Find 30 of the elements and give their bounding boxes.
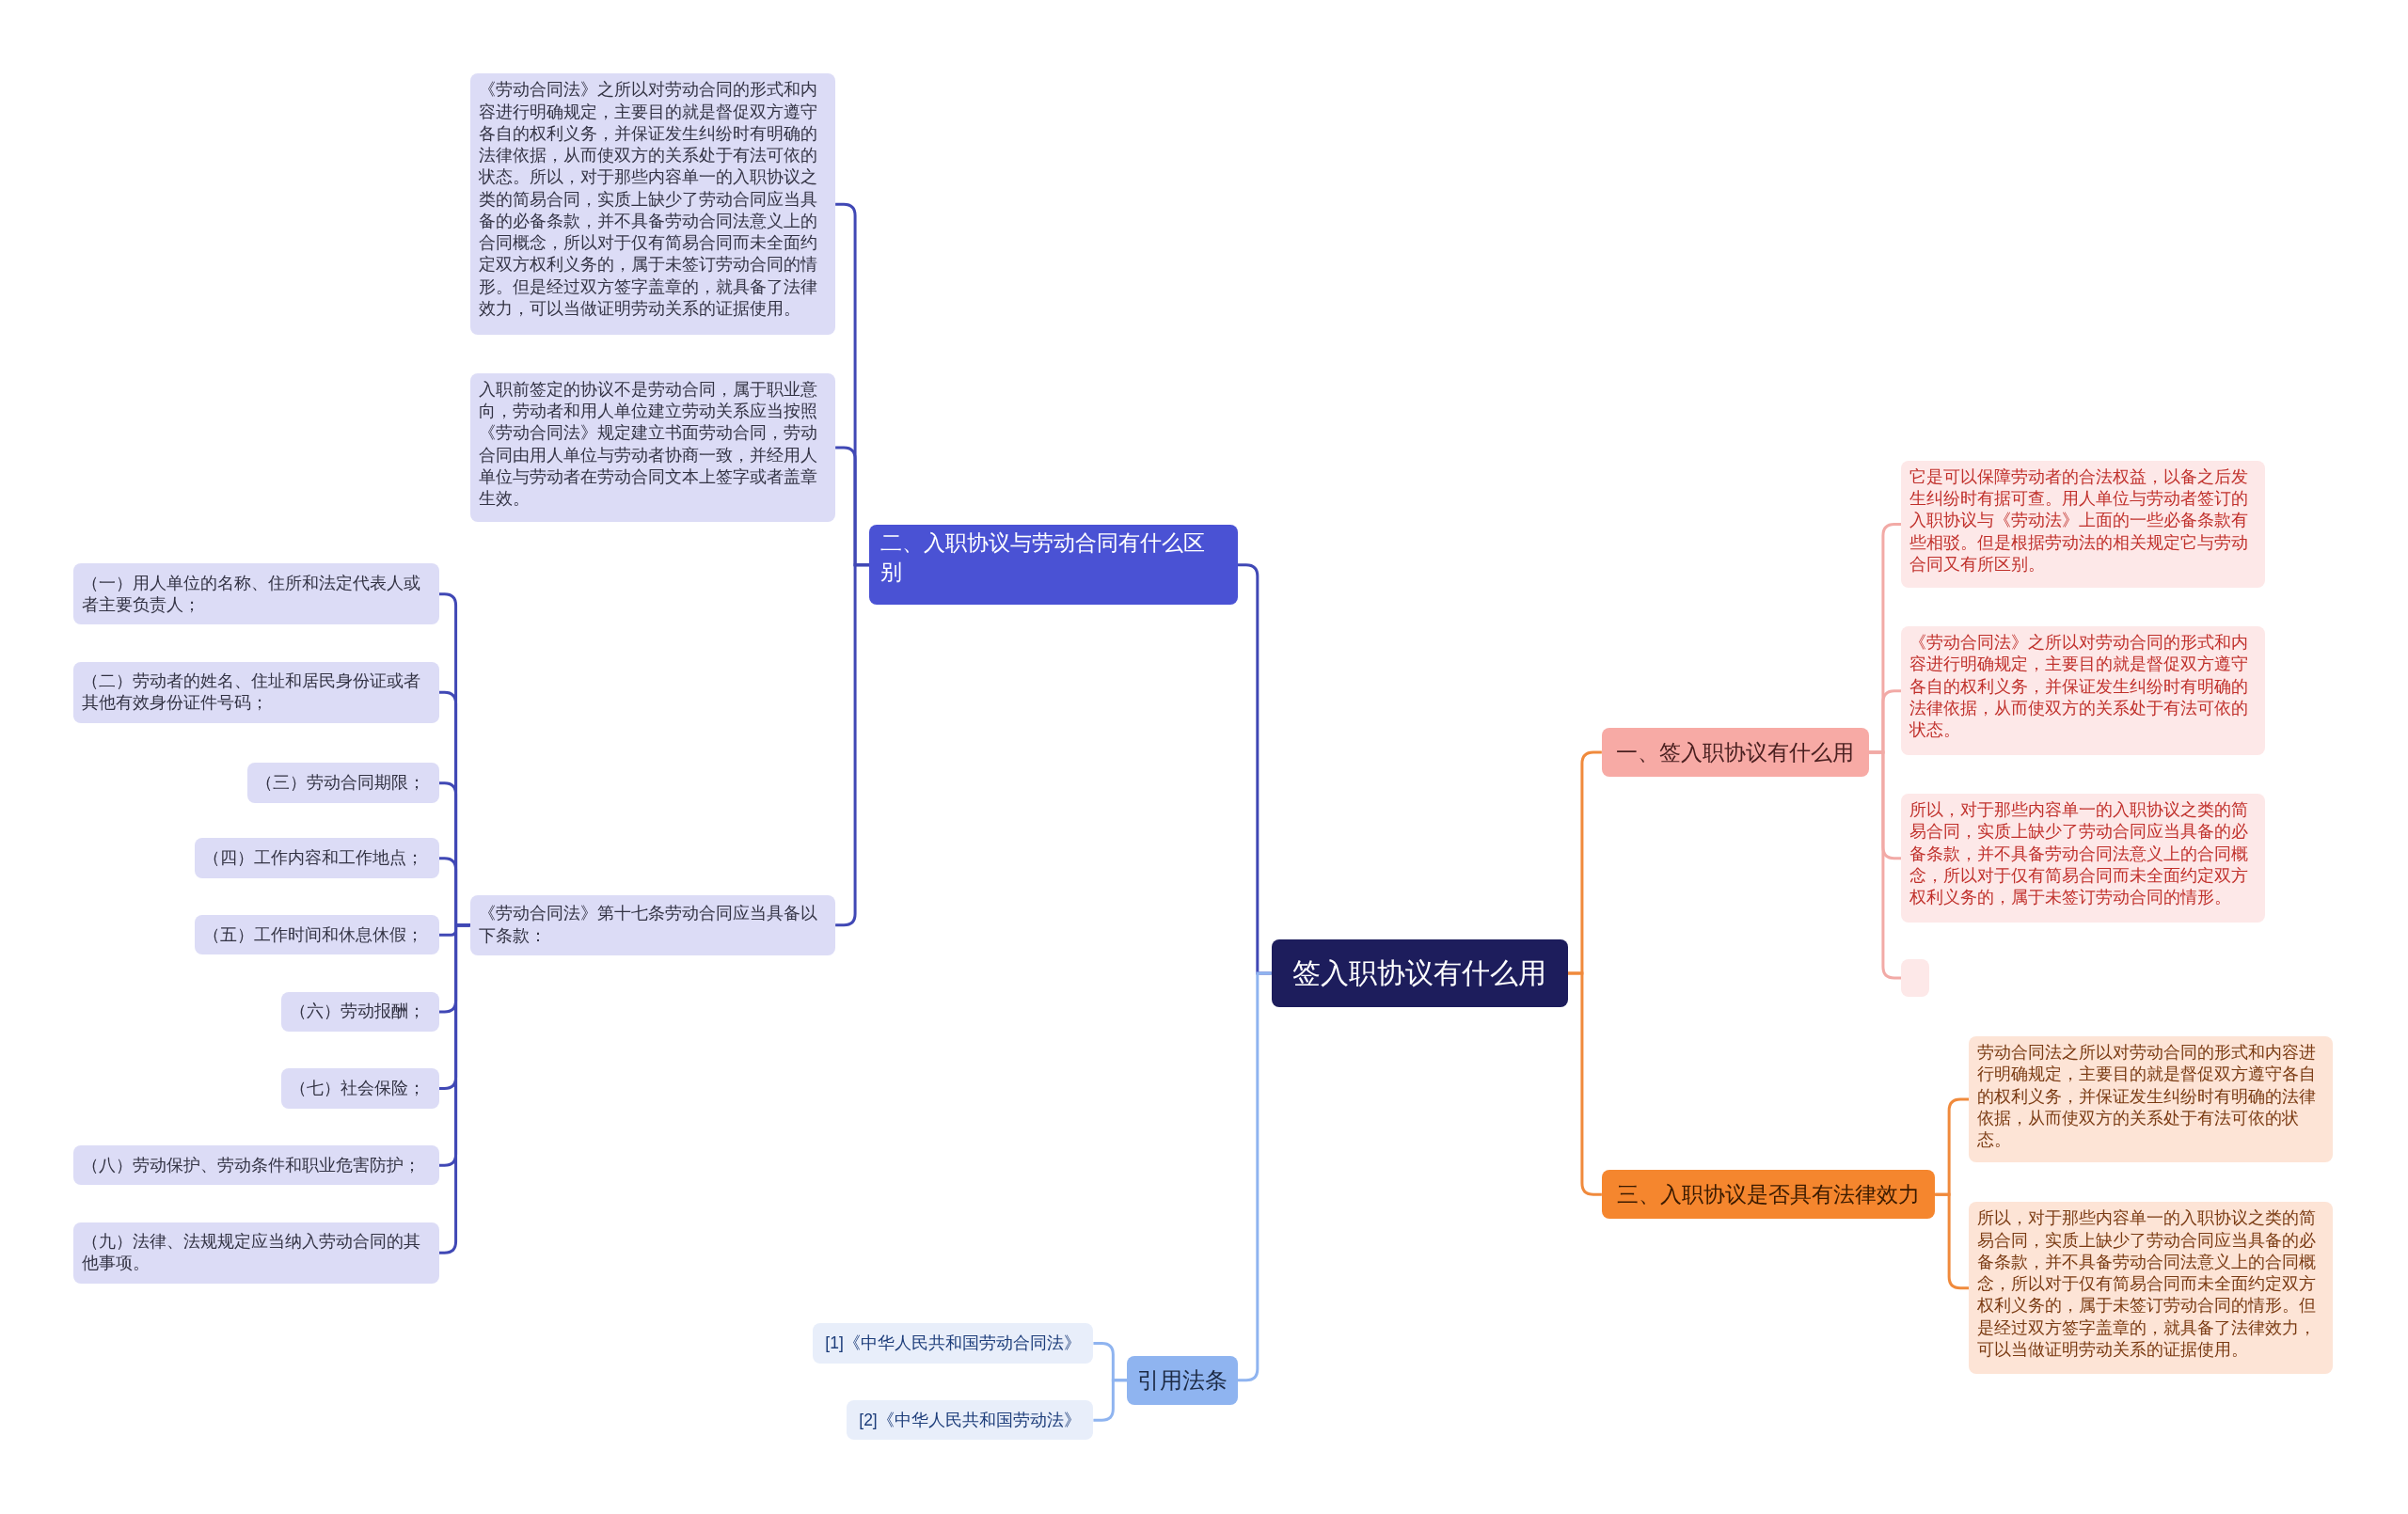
text-card: 《劳动合同法》之所以对劳动合同的形式和内容进行明确规定，主要目的就是督促双方遵守各自的权利义务，并保证发生纠纷时有明确的法律依据，从而使双方的关系处于有法可依的状态。所以，对于那些内容单一的入职协议之类的简易合同，实质上缺少了劳动合同应当具备的必备条款，并不具备劳动合同法意义上的合同概念，所以对于仅有简易合同而未全面约定双方权利义务的，属于未签订劳动合同的情形。但是经过双方签字盖章的，就具备了法律效力，可以当做证明劳动关系的证据使用。	[469, 73, 836, 335]
connector-line	[1093, 1379, 1128, 1422]
text-card: 入职前签定的协议不是劳动合同，属于职业意向，劳动者和用人单位建立劳动关系应当按照《劳动合同法》规定建立书面劳动合同，劳动合同由用人单位与劳动者协商一致，并经用人单位与劳动者在劳动合同文本上签字或者盖章生效。	[469, 372, 836, 523]
central-topic: 签入职协议有什么用	[1271, 939, 1568, 1007]
branch-topic: 二、入职协议与劳动合同有什么区别	[869, 525, 1238, 606]
list-item: （四）工作内容和工作地点；	[195, 838, 439, 878]
connector-line	[835, 563, 870, 927]
list-item: （七）社会保险；	[280, 1068, 439, 1109]
text-card: 劳动合同法之所以对劳动合同的形式和内容进行明确规定，主要目的就是督促双方遵守各自的权利义务，并保证发生纠纷时有明确的法律依据，从而使双方的关系处于有法可依的状态。	[1969, 1036, 2333, 1162]
text-card: 《劳动合同法》之所以对劳动合同的形式和内容进行明确规定，主要目的就是督促双方遵守各自的权利义务，并保证发生纠纷时有明确的法律依据，从而使双方的关系处于有法可依的状态。	[1901, 626, 2266, 756]
branch-topic: 一、签入职协议有什么用	[1601, 727, 1869, 778]
list-item: （五）工作时间和休息休假；	[195, 915, 439, 955]
list-item: （三）劳动合同期限；	[246, 763, 439, 803]
text-card: 所以，对于那些内容单一的入职协议之类的简易合同，实质上缺少了劳动合同应当具备的必备条款，并不具备劳动合同法意义上的合同概念，所以对于仅有简易合同而未全面约定双方权利义务的，属于未签订劳动合同的情形。	[1901, 794, 2266, 923]
connector-line	[1567, 971, 1602, 1196]
text-card: 所以，对于那些内容单一的入职协议之类的简易合同，实质上缺少了劳动合同应当具备的必备条款，并不具备劳动合同法意义上的合同概念，所以对于仅有简易合同而未全面约定双方权利义务的，属于未签订劳动合同的情形。但是经过双方签字盖章的，就具备了法律效力，可以当做证明劳动关系的证据使用。	[1969, 1202, 2333, 1375]
reference-item: [1]《中华人民共和国劳动合同法》	[812, 1323, 1094, 1364]
connector-line	[1935, 1192, 1970, 1290]
list-item: （二）劳动者的姓名、住址和居民身份证或者其他有效身份证件号码；	[73, 661, 439, 723]
branch-topic: 三、入职协议是否具有法律效力	[1601, 1170, 1936, 1220]
empty-card	[1901, 959, 1929, 997]
reference-item: [2]《中华人民共和国劳动法》	[846, 1399, 1094, 1441]
list-item: （八）劳动保护、劳动条件和职业危害防护；	[73, 1144, 439, 1186]
text-card: 它是可以保障劳动者的合法权益，以备之后发生纠纷时有据可查。用人单位与劳动者签订的入职协议与《劳动法》上面的一些必备条款有些相驳。但是根据劳动法的相关规定它与劳动合同又有所区别。	[1901, 460, 2266, 589]
text-card: 《劳动合同法》第十七条劳动合同应当具备以下条款：	[469, 894, 836, 955]
list-item: （九）法律、法规规定应当纳入劳动合同的其他事项。	[73, 1222, 439, 1284]
branch-topic: 引用法条	[1127, 1355, 1238, 1405]
list-item: （六）劳动报酬；	[280, 991, 439, 1033]
list-item: （一）用人单位的名称、住所和法定代表人或者主要负责人；	[73, 563, 439, 625]
connector-line	[1237, 971, 1272, 1382]
